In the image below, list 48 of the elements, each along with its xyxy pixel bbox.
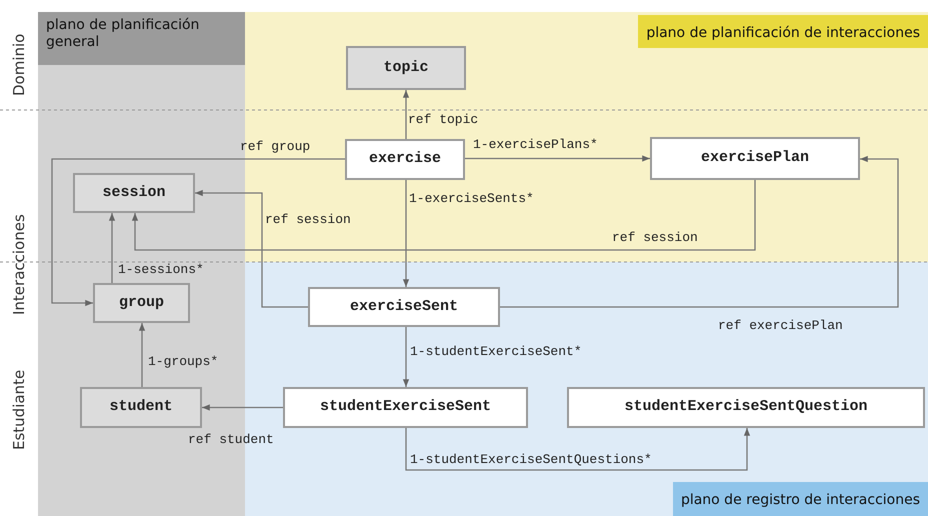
connector-arrow — [402, 90, 410, 139]
class-name: exerciseSent — [350, 296, 458, 317]
connector-arrow — [405, 428, 750, 471]
edge-label: ref exercisePlan — [718, 318, 843, 334]
row-label: Dominio — [9, 34, 29, 96]
connector-arrow — [138, 323, 146, 387]
class-name: exercise — [368, 149, 441, 170]
edge-label: ref topic — [408, 112, 478, 128]
plane-heading: plano de planificación general — [38, 12, 245, 65]
connector-arrow — [402, 327, 410, 387]
class-box — [80, 387, 202, 428]
connector-arrow — [500, 156, 899, 308]
connector-arrow — [108, 213, 116, 283]
class-name: student — [109, 397, 172, 418]
class-box — [283, 387, 528, 428]
connector-arrow — [465, 155, 650, 162]
connector-arrow — [202, 404, 283, 411]
class-box — [650, 137, 860, 180]
edge-label: 1-studentExerciseSentQuestions* — [410, 452, 652, 468]
plane-heading: plano de registro de interacciones — [672, 482, 928, 516]
edge-label: 1-studentExerciseSent* — [410, 344, 582, 360]
class-box — [346, 46, 466, 90]
class-name: group — [118, 292, 164, 313]
edge-label: ref group — [240, 139, 310, 155]
class-name: session — [102, 182, 166, 203]
class-name: topic — [383, 58, 428, 78]
edge-label: 1-sessions* — [118, 262, 204, 278]
connector-arrow — [195, 190, 308, 308]
class-box — [567, 387, 925, 428]
edge-label: 1-exerciseSents* — [409, 191, 534, 207]
row-label: Estudiante — [9, 370, 29, 450]
connector-arrow — [132, 180, 756, 251]
edge-label: ref session — [265, 212, 351, 228]
class-name: exercisePlan — [700, 148, 810, 168]
class-box — [93, 283, 190, 323]
class-box — [308, 287, 500, 327]
class-box — [73, 173, 195, 213]
row-label: Interacciones — [9, 214, 29, 315]
connector-arrow — [51, 158, 345, 306]
edge-label: ref student — [188, 432, 274, 448]
connector-arrow — [402, 180, 410, 287]
class-name: studentExerciseSent — [320, 397, 492, 418]
edge-label: 1-groups* — [148, 354, 218, 370]
edge-label: 1-exercisePlans* — [473, 137, 598, 153]
class-name: studentExerciseSentQuestion — [624, 397, 868, 418]
plane-heading: plano de planificación de interacciones — [638, 15, 928, 48]
edge-label: ref session — [612, 230, 698, 246]
class-box — [345, 139, 465, 180]
